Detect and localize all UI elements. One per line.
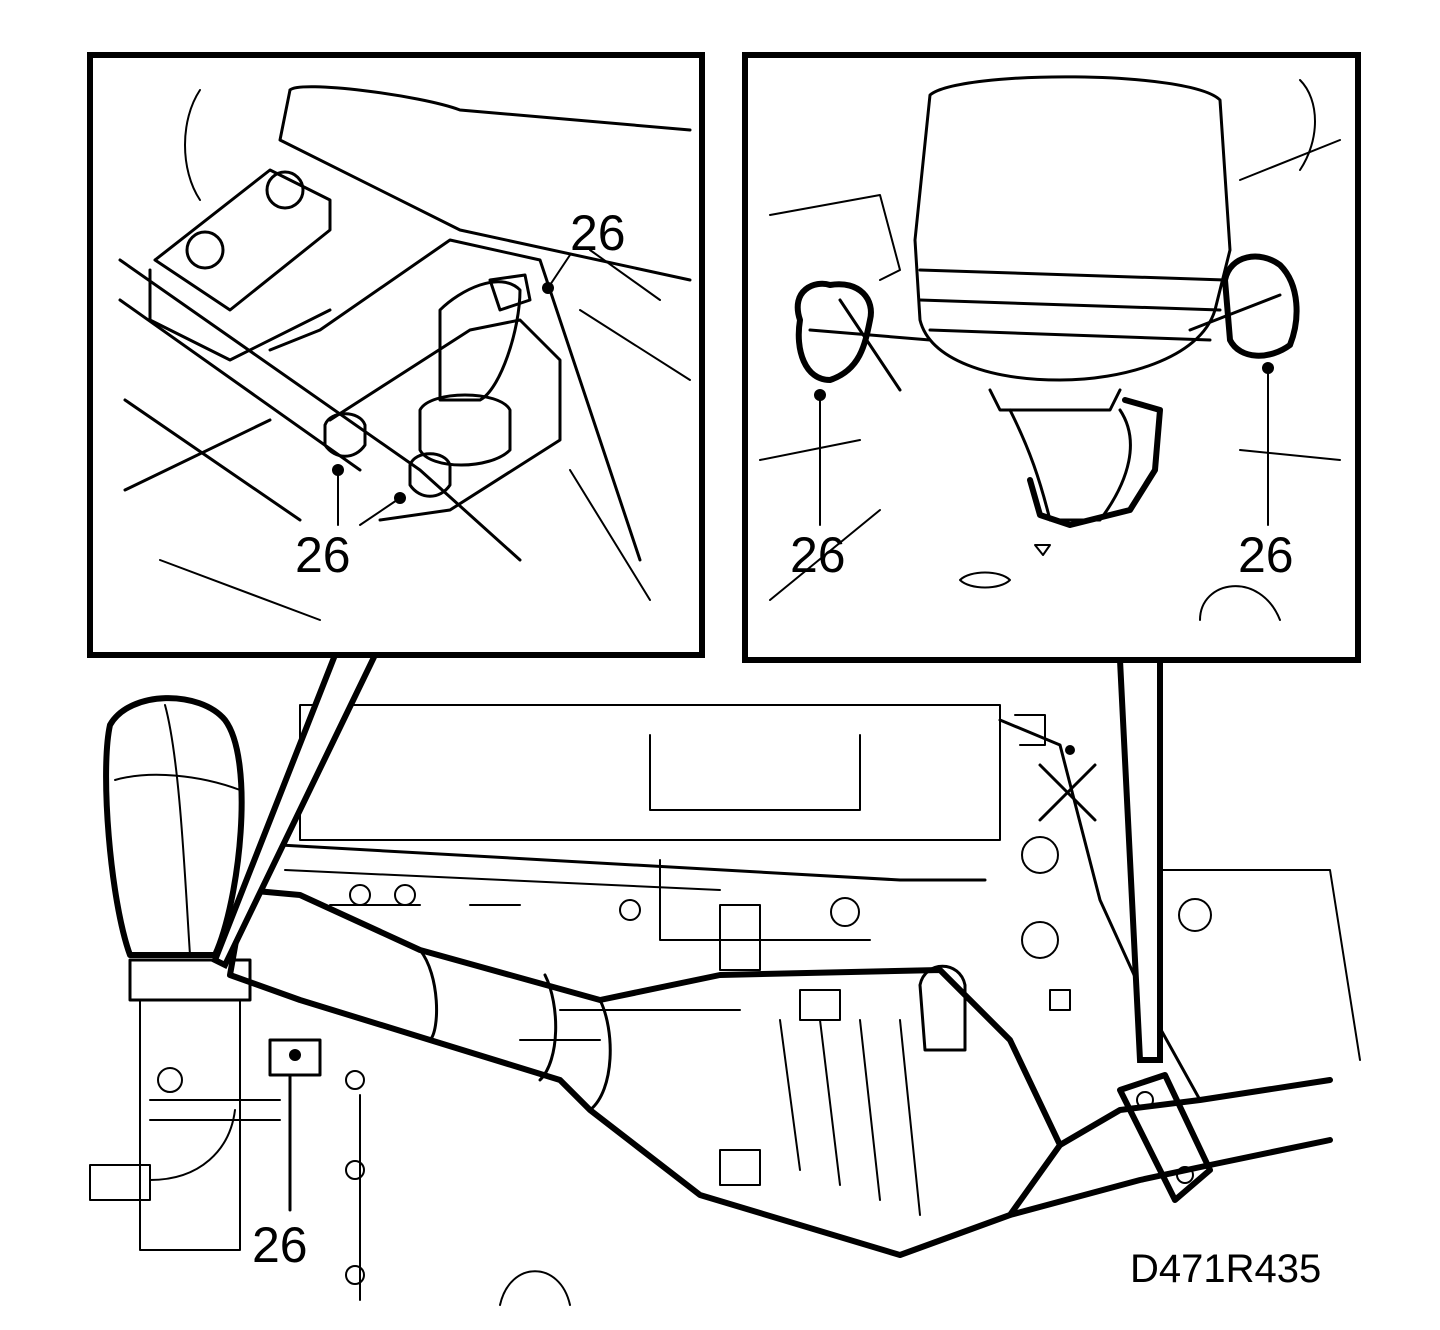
callout-right-inset-left: 26 xyxy=(790,527,846,583)
front-pipe xyxy=(89,695,281,1251)
inset-right: 26 26 xyxy=(742,52,1361,1063)
callout-main-view: 26 xyxy=(252,1217,308,1273)
inset-left-artwork xyxy=(118,85,692,621)
chassis-rail xyxy=(998,699,1361,1102)
engine-subframe xyxy=(278,704,1001,1306)
rear-pipe-flange xyxy=(1007,1072,1333,1218)
main-view-fastener xyxy=(268,1038,322,1212)
inset-left: 26 26 xyxy=(87,52,705,970)
inset-left-frame xyxy=(87,52,705,658)
leader-left-bottom-b xyxy=(359,497,401,526)
callout-left-inset-bottom: 26 xyxy=(295,527,351,583)
figure-code: D471R435 xyxy=(1130,1247,1321,1291)
callout-right-inset-right: 26 xyxy=(1238,527,1294,583)
rear-hanger-bracket xyxy=(918,964,967,1052)
callout-left-inset-top: 26 xyxy=(570,205,626,261)
catalytic-converter xyxy=(227,887,1063,1258)
inset-right-pointer xyxy=(1116,657,1163,1063)
leader-left-top xyxy=(547,254,571,289)
inset-right-artwork xyxy=(759,75,1341,621)
